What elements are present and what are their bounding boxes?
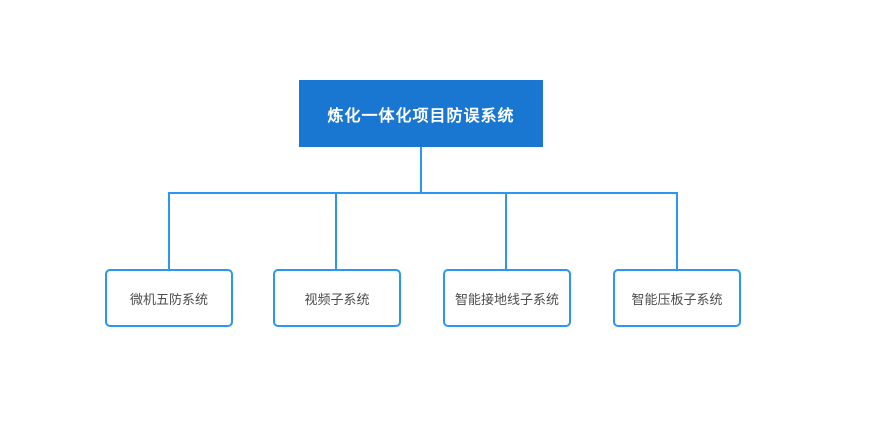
root-node[interactable]: 炼化一体化项目防误系统 [299,80,543,147]
child-node-wujifang[interactable]: 微机五防系统 [105,269,233,327]
connector-drop-child-4 [676,193,678,269]
connector-drop-child-3 [505,193,507,269]
connector-horizontal-bus [168,192,678,194]
child-node-label: 视频子系统 [304,291,370,307]
child-node-label: 微机五防系统 [129,291,208,307]
child-node-video[interactable]: 视频子系统 [273,269,401,327]
root-node-label: 炼化一体化项目防误系统 [327,107,515,125]
connector-drop-child-1 [168,193,170,269]
child-node-grounding-wire[interactable]: 智能接地线子系统 [443,269,571,327]
child-node-label: 智能接地线子系统 [454,291,559,307]
child-node-pressure-plate[interactable]: 智能压板子系统 [613,269,741,327]
connector-drop-child-2 [335,193,337,269]
connector-root-drop [420,147,422,193]
child-node-label: 智能压板子系统 [631,291,723,307]
